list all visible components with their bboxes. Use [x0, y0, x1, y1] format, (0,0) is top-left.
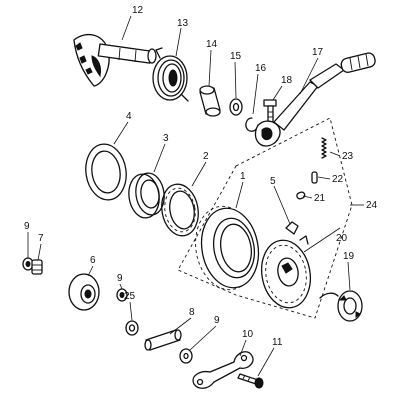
- part-9-washer-lower: [179, 348, 193, 364]
- part-5-pawl: [285, 221, 299, 235]
- callout-23: 23: [342, 151, 354, 162]
- part-21-pin: [296, 191, 306, 200]
- callout-19: 19: [343, 251, 355, 262]
- callout-6: 6: [90, 255, 96, 266]
- callout-12: 12: [132, 5, 144, 16]
- part-1-ring-gear: [195, 205, 260, 291]
- part-11-screw: [237, 373, 264, 389]
- callout-2: 2: [203, 151, 209, 162]
- callout-13: 13: [177, 18, 189, 29]
- callout-4: 4: [126, 111, 132, 122]
- part-4-ring: [85, 143, 127, 201]
- callout-10: 10: [242, 329, 254, 340]
- part-13-spring: [152, 47, 189, 102]
- part-2-bearing: [161, 183, 199, 237]
- leader-lines: [27, 15, 364, 377]
- part-10-stopper-arm: [192, 351, 254, 389]
- part-17-kick-lever: [254, 52, 376, 147]
- part-6-small-gear: [68, 273, 100, 311]
- callout-14: 14: [206, 39, 218, 50]
- part-8-shaft-pin: [144, 329, 182, 351]
- callout-8: 8: [189, 307, 195, 318]
- part-7-roller: [31, 259, 43, 275]
- callout-22: 22: [332, 174, 344, 185]
- callout-24: 24: [366, 200, 378, 211]
- callout-9-left: 9: [24, 221, 30, 232]
- part-25-washer: [125, 320, 139, 336]
- part-14-sleeve: [199, 85, 221, 117]
- part-12-kickstart-shaft: [73, 33, 157, 87]
- part-3-collar: [128, 172, 165, 219]
- callout-11: 11: [272, 337, 283, 348]
- assembly-outline: [177, 117, 353, 319]
- callout-1: 1: [240, 171, 246, 182]
- callout-17: 17: [312, 47, 324, 58]
- callout-9-lower: 9: [214, 315, 220, 326]
- callout-25: 25: [124, 291, 136, 302]
- part-22-pin: [311, 171, 318, 184]
- callout-labels: 12 13 14 15 16 18 17 4 3 2 1 5 23 22 21 …: [24, 5, 378, 348]
- callout-16: 16: [255, 63, 267, 74]
- part-23-spring: [321, 137, 327, 159]
- callout-5: 5: [270, 176, 276, 187]
- callout-21: 21: [314, 193, 326, 204]
- part-20-cover: [260, 235, 312, 309]
- callout-3: 3: [163, 133, 169, 144]
- callout-18: 18: [281, 75, 293, 86]
- callout-9-middle: 9: [117, 273, 123, 284]
- callout-7: 7: [38, 233, 44, 244]
- part-19-end-cap: [319, 290, 363, 322]
- part-15-washer: [229, 98, 243, 116]
- callout-20: 20: [336, 233, 348, 244]
- callout-15: 15: [230, 51, 242, 62]
- part-18-bolt: [263, 99, 277, 125]
